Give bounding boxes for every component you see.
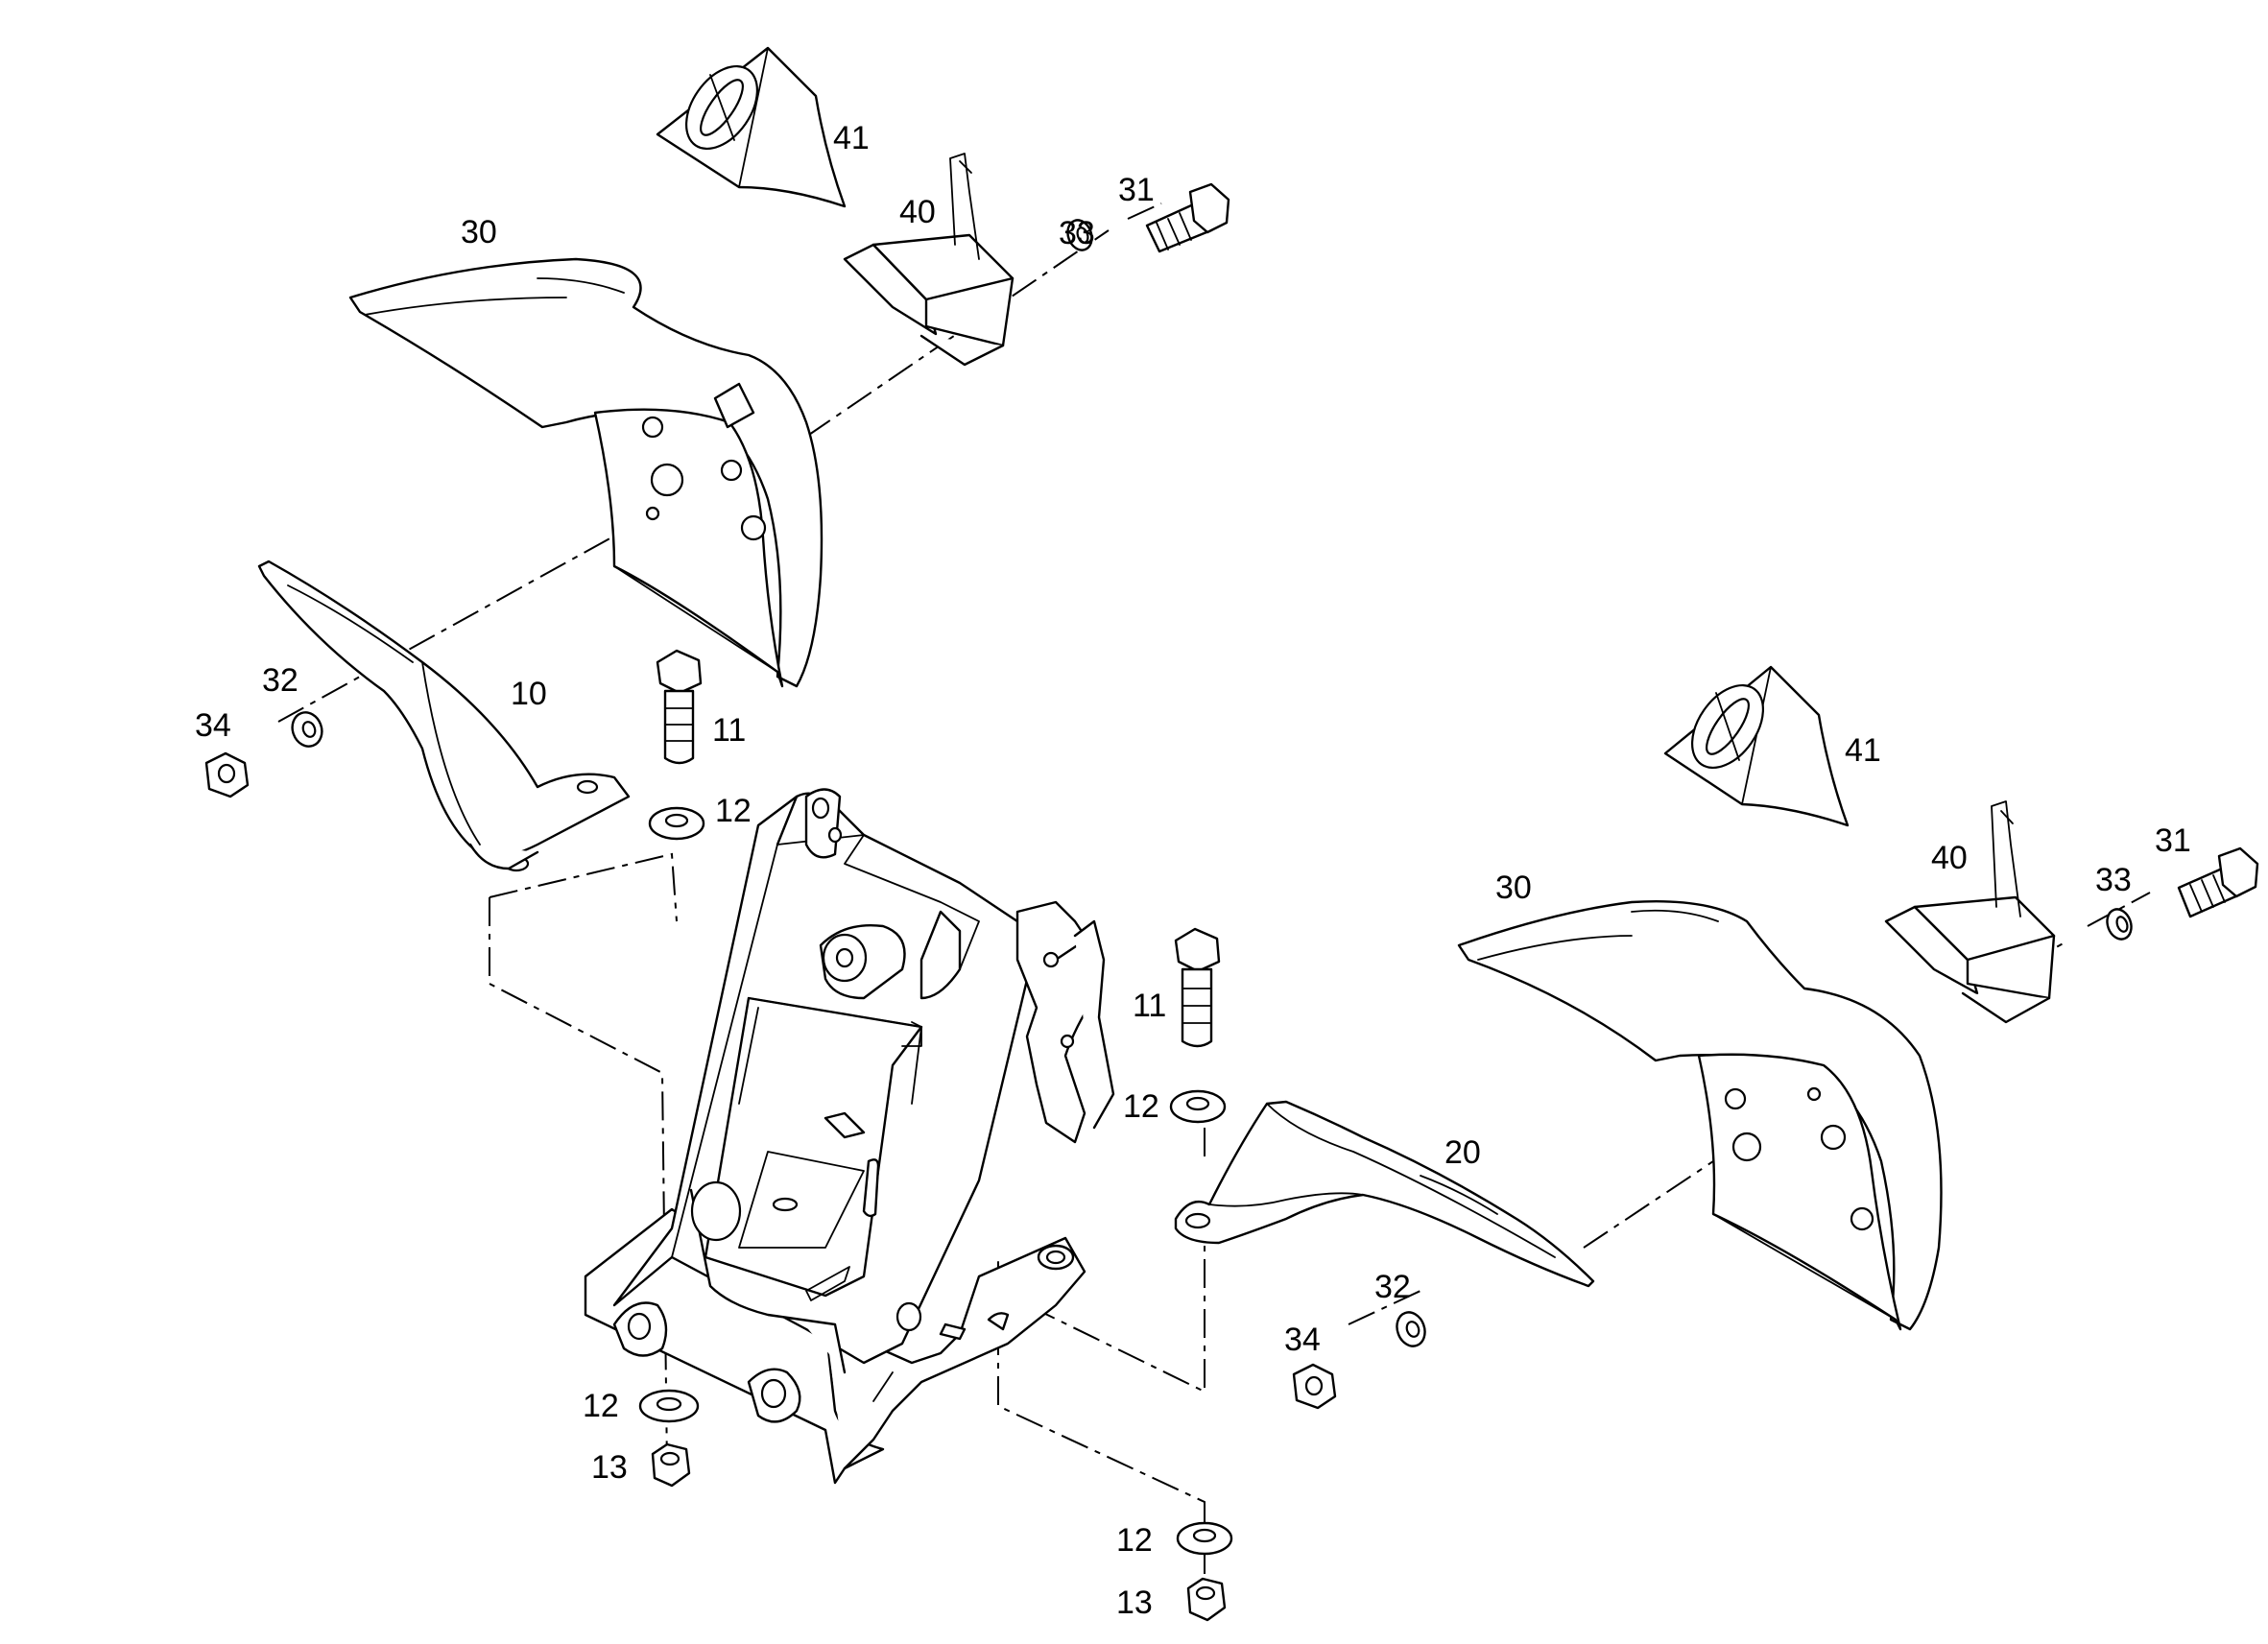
- callout-10: 10: [511, 676, 547, 712]
- callout-30-lower: 30: [1495, 870, 1532, 906]
- washer-12-right-lower: [1176, 1521, 1233, 1556]
- callout-20: 20: [1444, 1134, 1481, 1171]
- main-frame: [584, 788, 1115, 1485]
- washer-12-left-upper: [648, 806, 705, 841]
- washer-32-right: [1396, 1311, 1426, 1347]
- washer-32-left: [291, 711, 323, 748]
- fender-30-upper: [348, 257, 824, 688]
- callout-13-right: 13: [1116, 1584, 1153, 1621]
- callout-32-right: 32: [1374, 1269, 1411, 1305]
- washer-33-right: [2106, 908, 2133, 941]
- callout-labels: 41 40 33 31 30 32 34 10 11 12 41 40 33 3…: [195, 120, 2191, 1621]
- callout-40-upper: 40: [899, 194, 936, 230]
- warning-triangle-41-lower: [1663, 665, 1850, 827]
- bolt-11-left: [656, 649, 703, 765]
- callout-30-upper: 30: [461, 214, 497, 250]
- washer-12-left-lower: [638, 1389, 700, 1423]
- callout-33-lower: 33: [2095, 862, 2132, 898]
- bolt-31-upper: [1145, 182, 1230, 253]
- callout-40-lower: 40: [1931, 840, 1968, 876]
- callout-31-lower: 31: [2155, 822, 2191, 859]
- fender-30-right: [1457, 899, 1943, 1331]
- nut-13-right: [1186, 1577, 1227, 1622]
- fender-support-20: [1174, 1100, 1595, 1288]
- bolt-31-right: [2177, 846, 2259, 918]
- nut-13-left: [651, 1442, 691, 1488]
- callout-32-left: 32: [262, 662, 298, 699]
- washer-33-upper: [1066, 219, 1093, 251]
- lamp-bracket-40-right: [1884, 800, 2056, 1024]
- nut-34-left: [204, 751, 250, 798]
- fender-support-10: [257, 560, 631, 872]
- nut-34-right: [1292, 1363, 1337, 1410]
- callout-11-left: 11: [712, 712, 746, 749]
- lamp-bracket-40-upper: [843, 153, 1015, 367]
- callout-11-right: 11: [1133, 988, 1166, 1024]
- callout-33-upper: 33: [1059, 215, 1095, 251]
- callout-31-upper: 31: [1118, 172, 1155, 208]
- callout-12-right-upper: 12: [1123, 1088, 1159, 1125]
- callout-41-lower: 41: [1845, 732, 1881, 769]
- warning-triangle-41-upper: [656, 46, 847, 208]
- bolt-11-right: [1174, 927, 1221, 1048]
- callout-34-right: 34: [1284, 1322, 1321, 1358]
- washer-12-right-upper: [1169, 1089, 1227, 1124]
- callout-41-upper: 41: [833, 120, 870, 156]
- callout-13-left: 13: [591, 1449, 628, 1486]
- callout-12-right-lower: 12: [1116, 1522, 1153, 1559]
- callout-12-left-upper: 12: [715, 793, 752, 829]
- callout-12-left-lower: 12: [583, 1388, 619, 1424]
- callout-34-left: 34: [195, 707, 231, 744]
